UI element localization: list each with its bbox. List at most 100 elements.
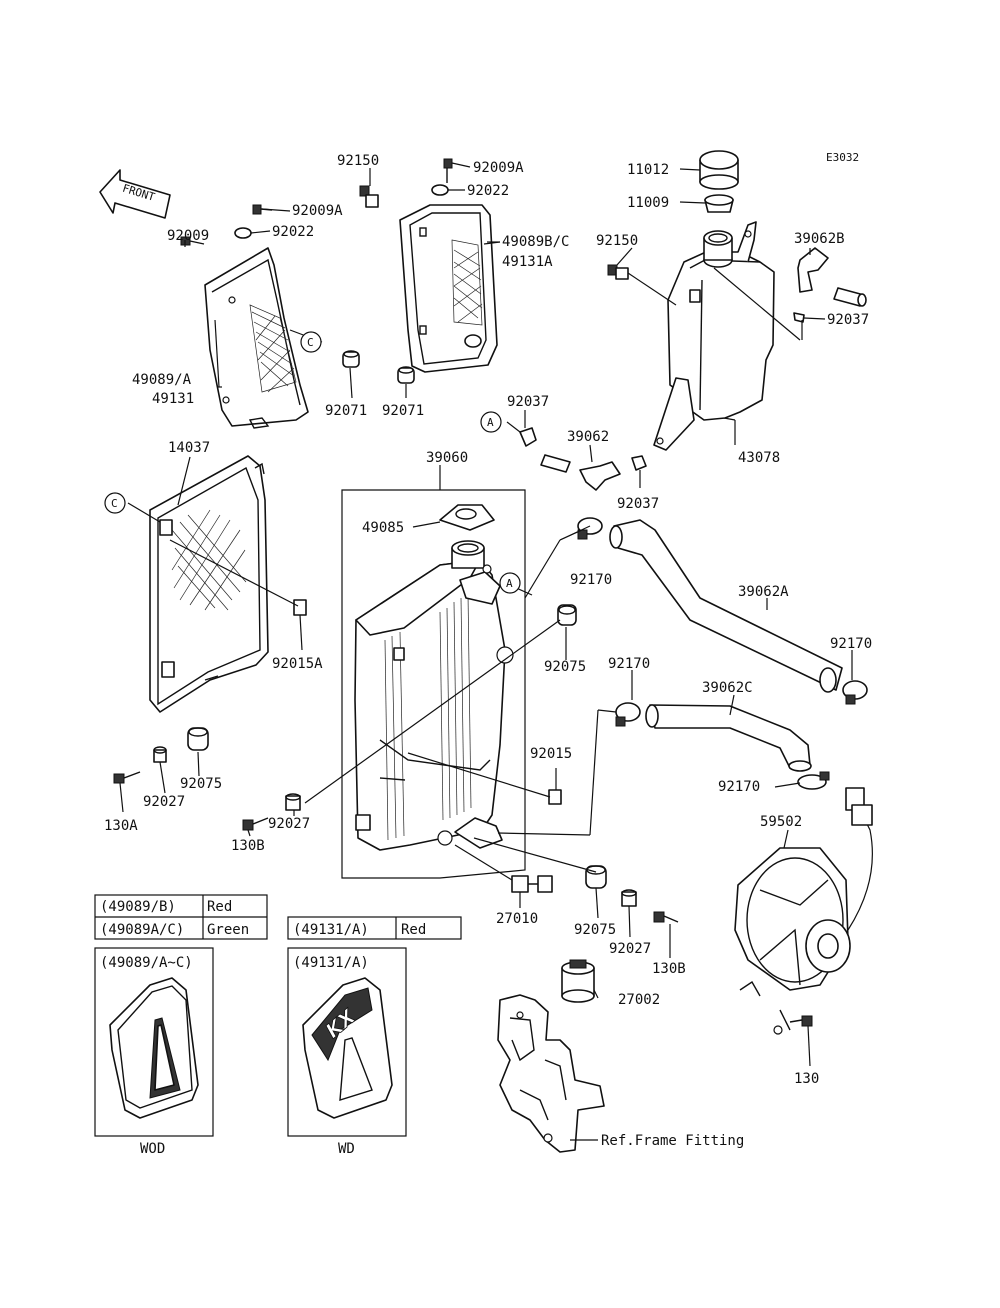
grommet-92075-b [187,727,209,751]
label-92075-c: 92075 [574,922,616,938]
callout-c-shroud: C [104,492,126,514]
collar-92027-a [153,746,167,763]
label-92009: 92009 [167,228,209,244]
left-shroud [204,247,309,429]
inset-wd: (49131/A) KX WD [287,947,407,1157]
grommet-92075-a [557,604,577,626]
clip-92037-a [519,427,537,447]
bolt-130B-a [242,817,269,831]
label-92071-right: 92071 [382,403,424,419]
clip-nut-92015 [548,789,562,805]
label-92037-a: 92037 [507,394,549,410]
grommet-92075-c [585,865,607,889]
inset-wd-caption: WD [338,1141,355,1157]
hose-39062A [609,519,843,693]
label-92027-b: 92027 [268,816,310,832]
label-92022-top: 92022 [467,183,509,199]
svg-text:A: A [506,577,513,590]
label-92037-right: 92037 [827,312,869,328]
callout-a-radiator: A [499,572,521,594]
label-39062C: 39062C [702,680,753,696]
fan-59502 [734,787,873,1035]
label-92170-d: 92170 [718,779,760,795]
label-92015: 92015 [530,746,572,762]
inset-wod: (49089/A~C) WOD [94,947,214,1157]
radiator-box [341,489,526,879]
label-11009: 11009 [627,195,669,211]
bolt-92150-tank [607,264,629,280]
label-92009A-mid: 92009A [292,203,343,219]
label-49089A: 49089/A [132,372,192,388]
bolt-130A [113,771,141,784]
clamp-92170-c [797,771,830,790]
label-27010: 27010 [496,911,538,927]
bolt-92009A-top [443,158,453,183]
svg-text:A: A [487,416,494,429]
label-49131A: 49131A [502,254,553,270]
label-27002: 27002 [618,992,660,1008]
relay-27002 [561,959,595,1003]
label-92071-left: 92071 [325,403,367,419]
cap-11012 [699,150,739,190]
hose-39062C [645,704,812,772]
bolt-130B-b [653,911,679,923]
label-39060: 39060 [426,450,468,466]
inset-wod-caption: WOD [140,1141,165,1157]
label-14037: 14037 [168,440,210,456]
label-92170-c: 92170 [830,636,872,652]
label-92022-mid: 92022 [272,224,314,240]
label-130: 130 [794,1071,819,1087]
label-92015A: 92015A [272,656,323,672]
clamp-92170-b [615,702,641,727]
bolt-130 [789,1015,813,1027]
color-table-49089: (49089/B) Red (49089A/C) Green [94,894,268,940]
seal-11009 [704,194,734,213]
clamp-92170-upper-right [842,680,868,705]
right-shroud [399,204,498,373]
label-92009A-top: 92009A [473,160,524,176]
radiator [354,540,514,851]
label-92150-top: 92150 [337,153,379,169]
callout-a-hose: A [480,411,502,433]
diagram-code: E3032 [826,151,859,164]
clip-nut-92015A [293,599,307,616]
inset-wod-title: (49089/A~C) [100,955,193,971]
color-table-color-2: Green [207,922,249,938]
svg-text:C: C [307,336,314,349]
label-92150-tank: 92150 [596,233,638,249]
leader-lines [119,162,853,1141]
washer-92022-mid [234,227,252,239]
clamp-92170-a [577,517,603,540]
label-39062: 39062 [567,429,609,445]
color-table2-code-1: (49131/A) [293,922,369,938]
label-39062B: 39062B [794,231,845,247]
color-table-code-2: (49089A/C) [100,922,184,938]
color-table-color-1: Red [207,899,232,915]
label-49089BC: 49089B/C [502,234,569,250]
callout-c-top: C [300,331,322,353]
label-130B-a: 130B [231,838,265,854]
label-92170-a: 92170 [570,572,612,588]
label-130B-b: 130B [652,961,686,977]
label-11012: 11012 [627,162,669,178]
frame-bracket [497,994,605,1153]
label-39062A: 39062A [738,584,789,600]
fan-switch-27010 [511,875,553,893]
label-49085: 49085 [362,520,404,536]
clip-92037-right [793,312,805,323]
label-92075-a: 92075 [544,659,586,675]
hose-39062 [540,454,621,491]
label-49131: 49131 [152,391,194,407]
label-92027-a: 92027 [143,794,185,810]
label-130A: 130A [104,818,138,834]
clip-92037-b [631,455,647,471]
label-ref-frame: Ref.Frame Fitting [601,1133,744,1149]
radiator-cap-49085 [439,504,495,531]
grommet-92071-right [397,366,415,384]
collar-92027-c [621,889,637,907]
front-arrow-icon: FRONT [99,169,171,219]
label-59502: 59502 [760,814,802,830]
bolt-92150-top [359,185,379,208]
color-table-49131: (49131/A) Red [287,916,462,940]
